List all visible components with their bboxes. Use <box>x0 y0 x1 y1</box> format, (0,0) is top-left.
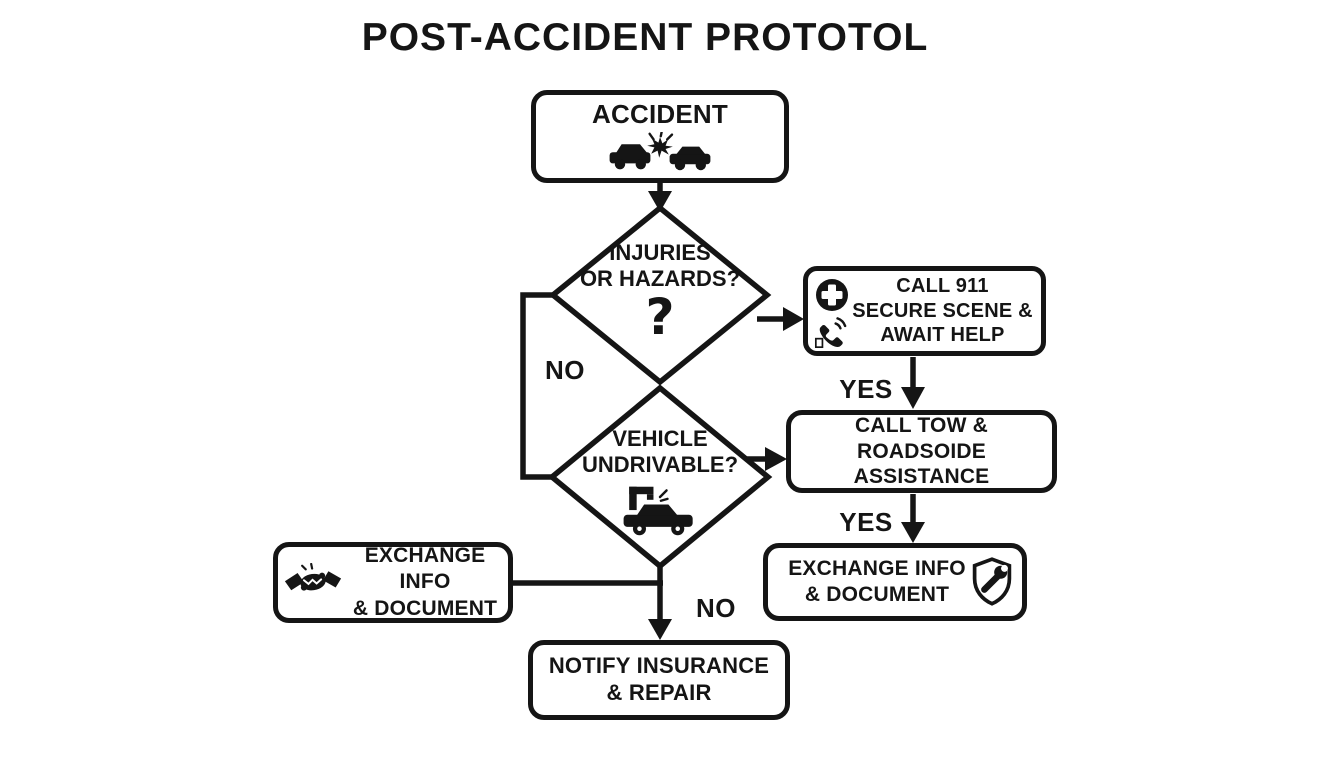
edge-no-bracket <box>520 292 556 480</box>
arrowhead-exchange-right <box>901 522 925 543</box>
node-call-911: CALL 911 SECURE SCENE & AWAIT HELP <box>803 266 1046 356</box>
injuries-line2: OR HAZARDS? <box>579 265 741 291</box>
edge-label-yes-calltow: YES <box>839 507 893 537</box>
exchange-right-text: EXCHANGE INFO & DOCUMENT <box>768 556 970 609</box>
decision-diamond-injuries <box>548 204 772 386</box>
node-exchange-info-right: EXCHANGE INFO & DOCUMENT <box>763 543 1027 621</box>
phone-call-icon <box>814 317 847 349</box>
injuries-decision-label: INJURIES OR HAZARDS? ? <box>555 240 765 346</box>
edge-label-yes-call911: YES <box>839 374 893 404</box>
node-call-tow: CALL TOW & ROADSOIDE ASSISTANCE <box>786 410 1057 493</box>
arrowhead-calltow <box>901 387 925 409</box>
arrowhead-notify <box>648 619 672 640</box>
handshake-icon <box>284 562 342 591</box>
calltow-line1: CALL TOW & <box>854 414 989 438</box>
node-notify-insurance: NOTIFY INSURANCE & REPAIR <box>528 640 790 720</box>
edge-label-no-injuries: NO <box>545 355 585 385</box>
towed-car-icon <box>623 486 693 536</box>
medical-cross-icon <box>816 279 848 311</box>
question-mark-icon: ? <box>645 287 675 346</box>
page-title: POST-ACCIDENT PROTOTOL <box>361 16 929 59</box>
vehicle-line2: UNDRIVABLE? <box>581 451 739 477</box>
vehicle-line1: VEHICLE <box>612 426 708 451</box>
exchange-left-text: EXCHANGE INFO & DOCUMENT <box>342 543 508 622</box>
car-crash-icon <box>609 132 711 171</box>
call911-line3: AWAIT HELP <box>880 324 1005 347</box>
injuries-line1: INJURIES <box>609 240 711 265</box>
accident-label: ACCIDENT <box>592 98 728 129</box>
vehicle-decision-label: VEHICLE UNDRIVABLE? <box>555 426 765 539</box>
call911-line1: CALL 911 <box>896 274 989 297</box>
node-accident: ACCIDENT <box>531 90 789 183</box>
notify-line1: NOTIFY INSURANCE <box>548 653 770 679</box>
edge-label-no-vehicle: NO <box>696 593 736 623</box>
arrowhead-call911 <box>783 307 804 331</box>
shield-wrench-icon <box>972 557 1012 606</box>
notify-line2: & REPAIR <box>606 680 712 705</box>
calltow-line2: ROADSOIDE ASSISTANCE <box>853 439 990 489</box>
exchange-right-line2: & DOCUMENT <box>804 583 950 606</box>
call911-line2: SECURE SCENE & <box>852 299 1033 322</box>
node-exchange-info-left: EXCHANGE INFO & DOCUMENT <box>273 542 513 623</box>
arrowhead-accident <box>648 191 672 212</box>
arrowhead-vehicle-yes <box>765 447 787 471</box>
exchange-right-line1: EXCHANGE INFO <box>788 556 966 580</box>
exchange-left-line2: & DOCUMENT <box>352 596 498 620</box>
exchange-left-line1: EXCHANGE INFO <box>364 544 486 594</box>
decision-diamond-vehicle <box>547 384 773 570</box>
